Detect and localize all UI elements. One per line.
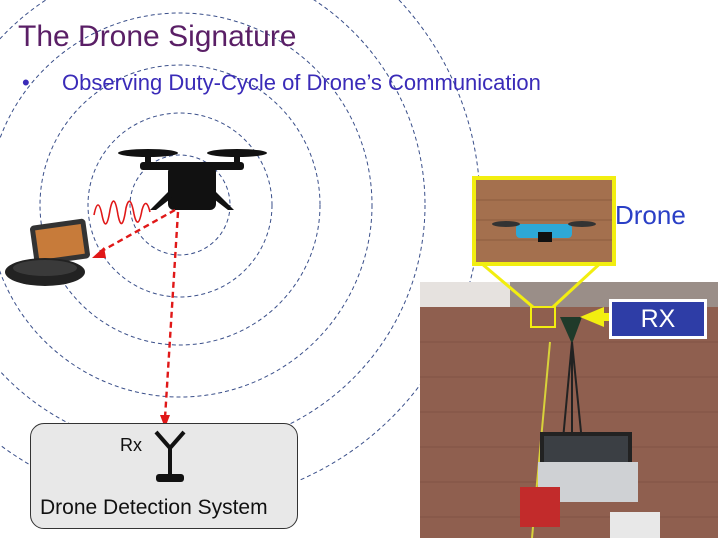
bullet-text: Observing Duty-Cycle of Drone’s Communic… bbox=[62, 70, 541, 95]
drone-icon bbox=[118, 149, 267, 210]
antenna-icon bbox=[154, 430, 186, 482]
slide-title: The Drone Signature bbox=[18, 20, 297, 53]
controller-icon bbox=[5, 218, 90, 286]
arrowhead-receiver bbox=[160, 415, 170, 428]
signal-wave bbox=[93, 200, 151, 225]
rx-label: RX bbox=[609, 299, 707, 339]
field-photo-image bbox=[420, 282, 718, 538]
bullet-marker: • bbox=[22, 70, 30, 95]
system-label: Drone Detection System bbox=[40, 496, 268, 519]
drone-zoom-inset bbox=[472, 176, 616, 266]
drone-label: Drone bbox=[615, 200, 686, 230]
field-photo bbox=[420, 282, 718, 538]
drone-zoom-image bbox=[476, 180, 612, 262]
arrowhead-controller bbox=[92, 247, 106, 258]
rx-antenna-label: Rx bbox=[120, 435, 142, 455]
signal-arrows bbox=[99, 208, 180, 419]
